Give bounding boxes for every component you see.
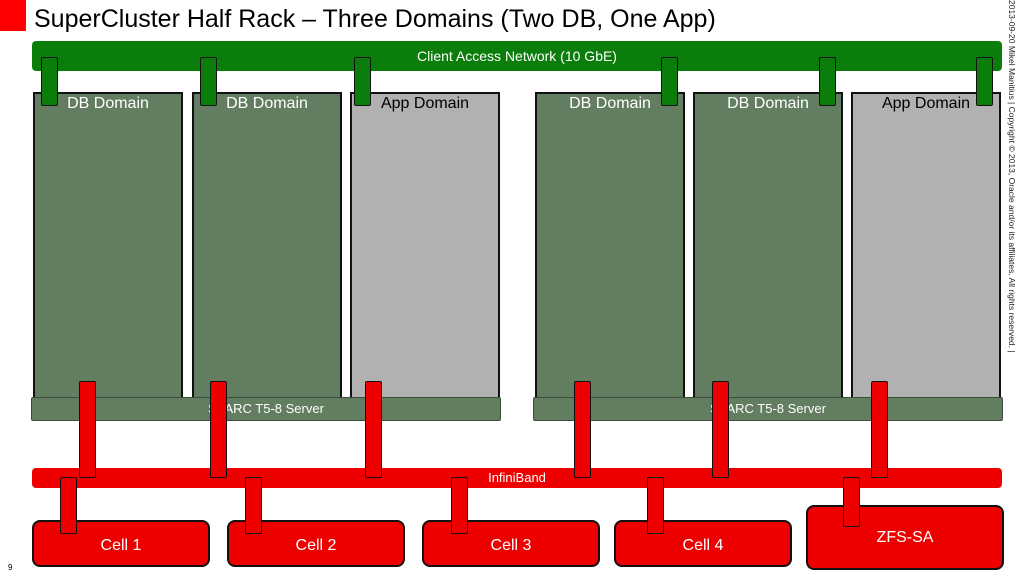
infiniband-connector (574, 381, 591, 478)
storage-zfs-sa: ZFS-SA (806, 505, 1004, 570)
server2-db-domain-1: DB Domain (535, 92, 685, 402)
server2-app-domain: App Domain (851, 92, 1001, 402)
server1-bar: SPARC T5-8 Server (31, 397, 501, 421)
storage-connector (60, 477, 77, 534)
server2-db-domain-2: DB Domain (693, 92, 843, 402)
client-network-connector (354, 57, 371, 106)
client-access-network-bar: Client Access Network (10 GbE) (32, 41, 1002, 71)
server1-db-domain-2: DB Domain (192, 92, 342, 402)
server2-bar: SPARC T5-8 Server (533, 397, 1003, 421)
page-number: 9 (8, 563, 13, 572)
infiniband-connector (365, 381, 382, 478)
infiniband-connector (712, 381, 729, 478)
page-title: SuperCluster Half Rack – Three Domains (… (34, 5, 716, 33)
side-copyright-text: 2013-09-20 Mikel Manitius | Copyright © … (1007, 0, 1017, 353)
server1-db-domain-1: DB Domain (33, 92, 183, 402)
storage-cell-3: Cell 3 (422, 520, 600, 567)
storage-cell-4: Cell 4 (614, 520, 792, 567)
client-network-connector (661, 57, 678, 106)
storage-connector (451, 477, 468, 534)
storage-cell-1: Cell 1 (32, 520, 210, 567)
side-copyright-note: 2013-09-20 Mikel Manitius | Copyright © … (1006, 0, 1024, 376)
storage-connector (245, 477, 262, 534)
infiniband-connector (871, 381, 888, 478)
client-network-connector (819, 57, 836, 106)
client-network-connector (41, 57, 58, 106)
storage-connector (647, 477, 664, 534)
storage-connector (843, 477, 860, 527)
title-accent-square (0, 0, 26, 31)
infiniband-connector (210, 381, 227, 478)
server1-app-domain: App Domain (350, 92, 500, 402)
infiniband-bar: InfiniBand (32, 468, 1002, 488)
client-network-connector (200, 57, 217, 106)
infiniband-connector (79, 381, 96, 478)
client-network-connector (976, 57, 993, 106)
